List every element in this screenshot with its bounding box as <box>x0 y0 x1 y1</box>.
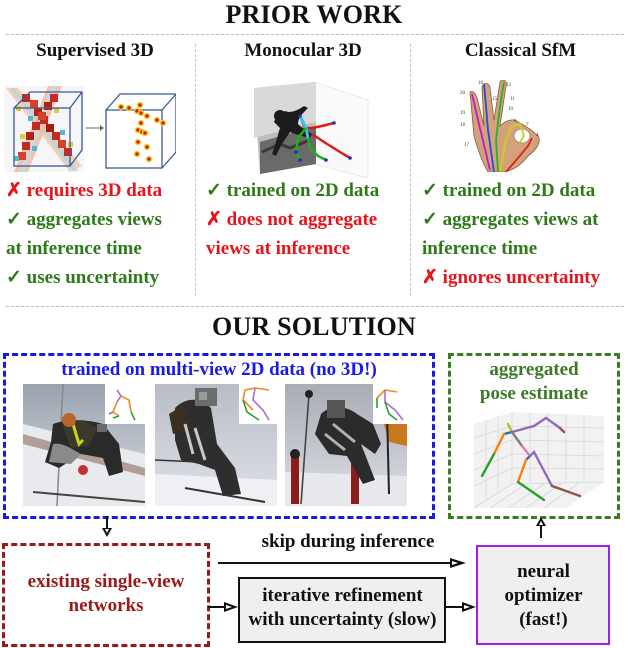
svg-text:15: 15 <box>492 97 498 102</box>
iterative-refinement-box <box>238 577 446 643</box>
point-ignores-uncertainty: ✗ ignores uncertainty <box>422 267 601 288</box>
our-solution-title: OUR SOLUTION <box>212 312 416 341</box>
training-data-box <box>3 353 435 519</box>
skier-view-1-image <box>23 384 145 506</box>
check-icon: ✓ <box>6 267 22 288</box>
optimizer-label-line1: neural <box>517 561 570 582</box>
svg-text:11: 11 <box>510 97 515 102</box>
skier-view-3-image <box>285 384 407 506</box>
svg-text:17: 17 <box>464 143 470 148</box>
check-icon: ✓ <box>206 180 222 201</box>
point-aggregates-views-at: ✓ aggregates views at <box>422 209 599 230</box>
svg-text:16: 16 <box>478 81 484 86</box>
optimizer-label-line3: (fast!) <box>519 609 568 630</box>
check-icon: ✓ <box>6 209 22 230</box>
svg-text:18: 18 <box>460 123 466 128</box>
check-icon: ✓ <box>422 180 438 201</box>
cross-icon: ✗ <box>6 180 22 201</box>
section-divider-top <box>6 34 624 35</box>
arrow-to-refinement <box>208 600 238 614</box>
aggregated-pose-label-line1: aggregated <box>489 359 579 380</box>
point-at-inference-time: at inference time <box>6 238 142 259</box>
voxel-to-keypoints-image <box>4 86 176 172</box>
cross-icon: ✗ <box>206 209 222 230</box>
svg-text:10: 10 <box>508 107 514 112</box>
cross-icon: ✗ <box>422 267 438 288</box>
svg-text:6: 6 <box>514 119 517 124</box>
neural-optimizer-box <box>476 545 610 645</box>
skip-during-inference-label: skip during inference <box>261 531 435 552</box>
skier-view-2-image <box>155 384 277 506</box>
point-aggregates-views: ✓ aggregates views <box>6 209 162 230</box>
refinement-label-line1: iterative refinement <box>262 585 423 606</box>
training-data-label: trained on multi-view 2D data (no 3D!) <box>61 359 377 380</box>
column-title-monocular-3d: Monocular 3D <box>244 40 362 61</box>
hand-keypoints-image: 20 16 12 19 18 17 15 11 10 6 7 4 <box>456 80 556 172</box>
optimizer-label-line2: optimizer <box>504 585 583 606</box>
3d-pose-plot-image <box>468 412 604 508</box>
arrow-up-to-output <box>534 516 548 538</box>
existing-networks-label-line1: existing single-view <box>27 571 185 592</box>
column-title-supervised-3d: Supervised 3D <box>36 40 154 61</box>
column-divider-2 <box>410 44 411 296</box>
point-trained-on-2d-data: ✓ trained on 2D data <box>206 180 380 201</box>
point-requires-3d-data: ✗ requires 3D data <box>6 180 163 201</box>
column-divider-1 <box>195 44 196 296</box>
arrow-to-optimizer <box>446 600 476 614</box>
skip-arrow <box>218 556 468 570</box>
point-inference-time: inference time <box>422 238 538 259</box>
monocular-pose-image <box>250 82 370 178</box>
section-divider-middle <box>6 306 624 307</box>
svg-text:7: 7 <box>526 123 529 128</box>
aggregated-pose-box <box>448 353 620 519</box>
column-title-classical-sfm: Classical SfM <box>464 40 577 61</box>
existing-networks-label-line2: networks <box>68 595 144 616</box>
point-does-not-aggregate: ✗ does not aggregate <box>206 209 378 230</box>
refinement-label-line2: with uncertainty (slow) <box>248 609 437 630</box>
point-views-at-inference: views at inference <box>206 238 351 259</box>
aggregated-pose-label-line2: pose estimate <box>479 383 589 404</box>
point-uses-uncertainty: ✓ uses uncertainty <box>6 267 160 288</box>
point-trained-on-2d-data: ✓ trained on 2D data <box>422 180 596 201</box>
arrow-down-to-networks <box>100 516 114 538</box>
svg-text:20: 20 <box>460 91 466 96</box>
check-icon: ✓ <box>422 209 438 230</box>
svg-text:19: 19 <box>460 111 466 116</box>
svg-text:4: 4 <box>536 133 539 138</box>
svg-text:12: 12 <box>506 83 512 88</box>
prior-work-title: PRIOR WORK <box>225 0 403 29</box>
existing-networks-box <box>2 543 210 647</box>
